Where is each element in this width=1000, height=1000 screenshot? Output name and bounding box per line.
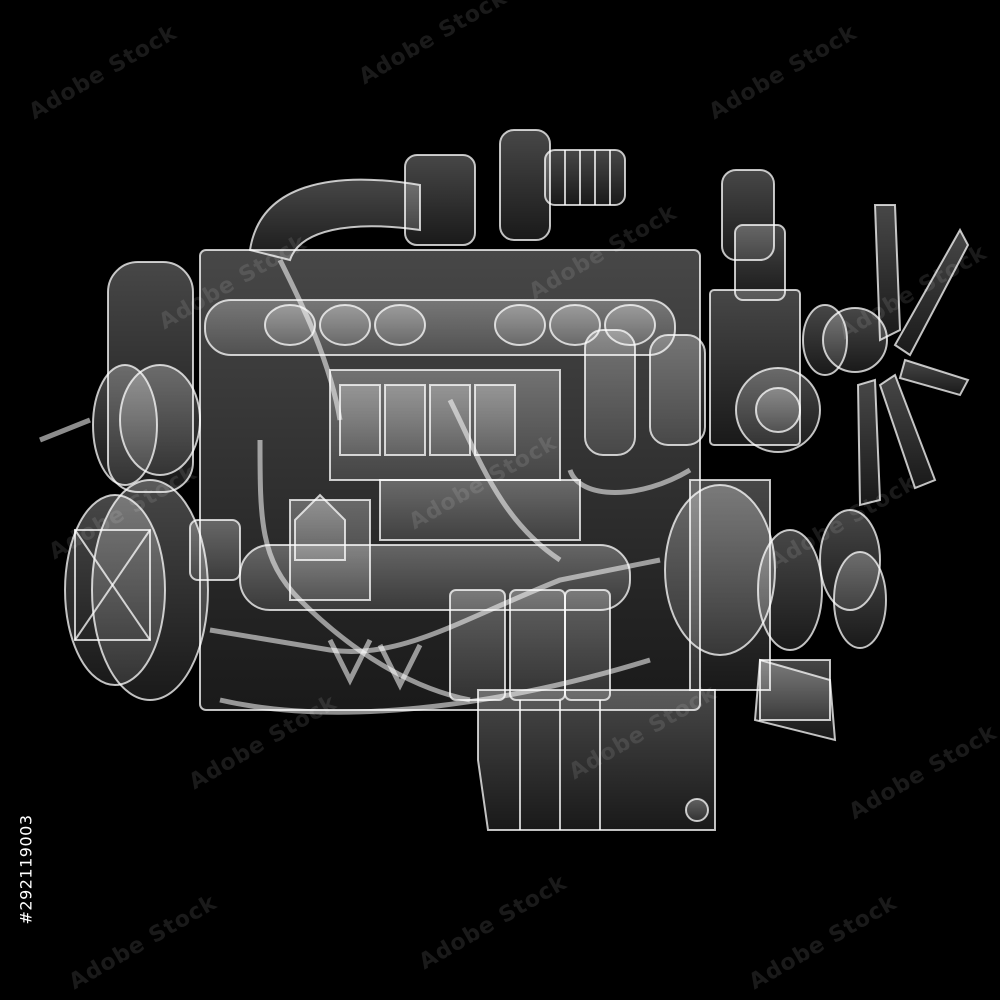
stock-id-label: #292119003 bbox=[4, 770, 44, 970]
front-pulleys-left bbox=[64, 261, 241, 701]
turbocharger bbox=[248, 129, 626, 262]
belt-pulleys-right bbox=[664, 304, 887, 721]
lower-cylinders bbox=[449, 589, 611, 701]
engine-mount bbox=[753, 658, 837, 742]
alternator bbox=[735, 367, 821, 453]
oil-filters bbox=[584, 329, 706, 456]
hoses-and-wires bbox=[39, 258, 692, 715]
intake-manifold bbox=[204, 299, 676, 356]
cooling-fan bbox=[822, 204, 970, 507]
stock-id-text: #292119003 bbox=[16, 814, 36, 925]
